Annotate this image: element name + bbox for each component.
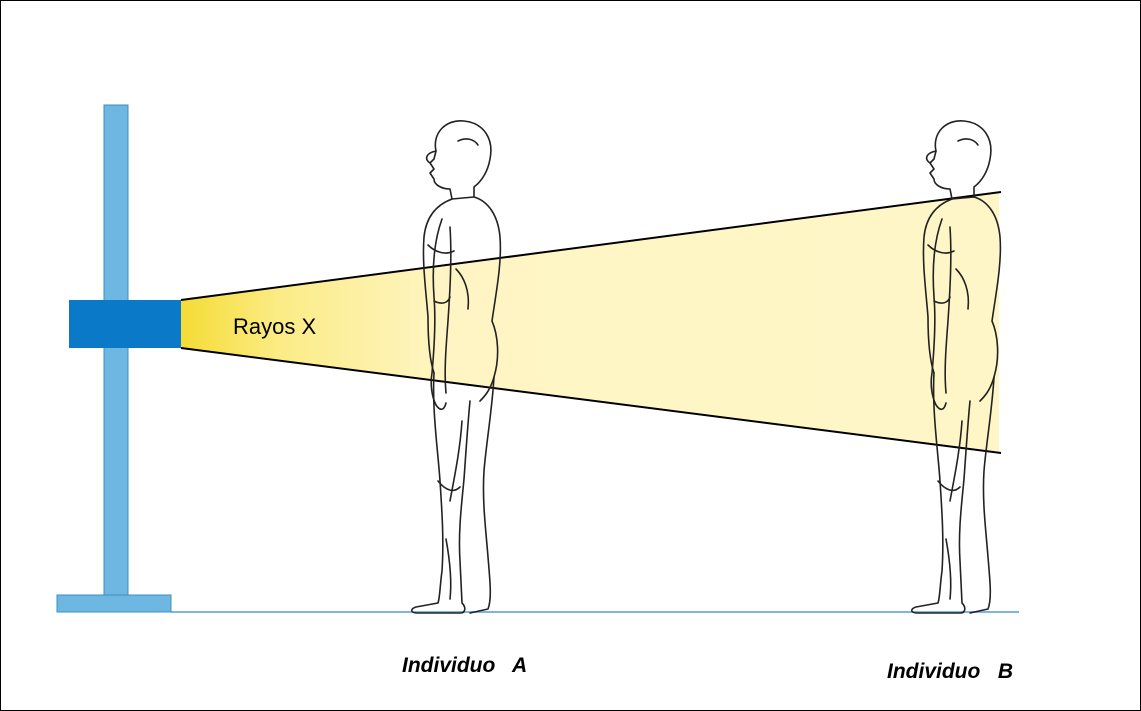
x-ray-stand-icon (57, 105, 171, 612)
individual-a-label: Individuo A (402, 654, 527, 677)
individual-b-label: Individuo B (887, 660, 1013, 683)
x-ray-emitter-icon (69, 300, 181, 348)
beam-label: Rayos X (233, 314, 316, 339)
